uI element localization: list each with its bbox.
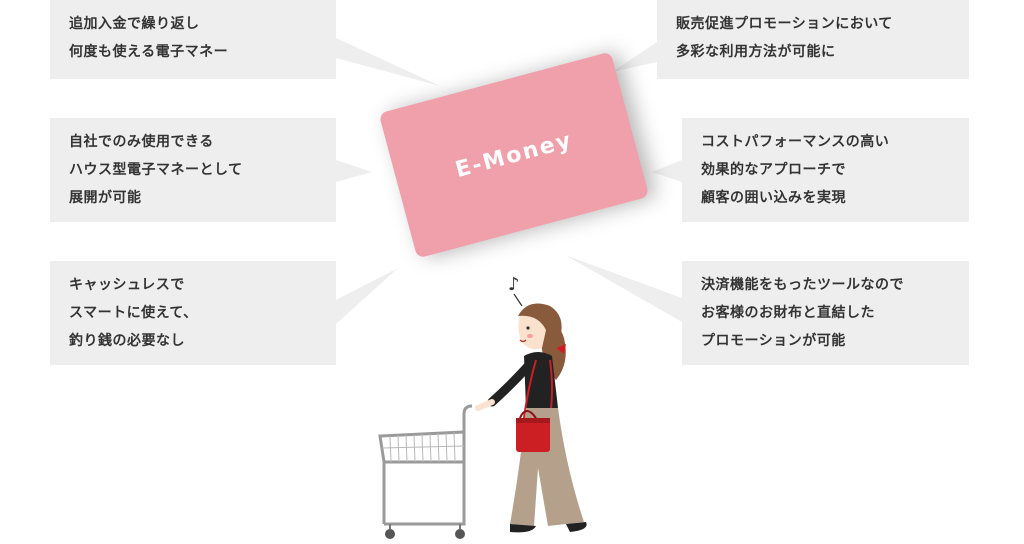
- bubble-promotion: 販売促進プロモーションにおいて 多彩な利用方法が可能に: [657, 0, 969, 79]
- bubble-line: キャッシュレスで: [69, 277, 185, 293]
- bubble-line: スマートに使えて、: [69, 305, 198, 321]
- bubble-wallet: 決済機能をもったツールなので お客様のお財布と直結した プロモーションが可能: [682, 261, 969, 365]
- shopper-scene: ♪: [378, 274, 587, 539]
- handbag-icon: [516, 410, 550, 452]
- bubble-cashless: キャッシュレスで スマートに使えて、 釣り銭の必要なし: [50, 261, 336, 365]
- bubble-line: プロモーションが可能: [701, 333, 846, 349]
- tail-wallet: [565, 255, 682, 322]
- bubble-line: 展開が可能: [69, 190, 142, 206]
- bubble-line: 追加入金で繰り返し: [69, 16, 200, 32]
- bubble-line: お客様のお財布と直結した: [701, 305, 875, 321]
- bubble-line: 顧客の囲い込みを実現: [701, 190, 846, 206]
- bubble-cost-effective: コストパフォーマンスの高い 効果的なアプローチで 顧客の囲い込みを実現: [682, 118, 969, 222]
- bubble-line: 釣り銭の必要なし: [69, 333, 185, 349]
- bubble-line: ハウス型電子マネーとして: [69, 162, 243, 178]
- tail-in-house: [336, 160, 372, 182]
- bubble-line: 何度も使える電子マネー: [69, 44, 229, 60]
- bubble-line: 多彩な利用方法が可能に: [676, 44, 836, 60]
- bubble-line: 決済機能をもったツールなので: [701, 277, 904, 293]
- tail-reloadable: [336, 38, 440, 86]
- woman-shopper-icon: [475, 303, 587, 533]
- sing-line: [513, 293, 523, 307]
- tail-promotion: [612, 42, 657, 72]
- bubble-line: 効果的なアプローチで: [701, 162, 846, 178]
- bubble-line: 自社でのみ使用できる: [69, 134, 214, 150]
- shopping-cart-icon: [378, 404, 473, 539]
- bubble-line: コストパフォーマンスの高い: [701, 134, 890, 150]
- card-label: E-Money: [452, 127, 576, 183]
- bubble-in-house: 自社でのみ使用できる ハウス型電子マネーとして 展開が可能: [50, 118, 336, 222]
- bubble-line: 販売促進プロモーションにおいて: [676, 16, 893, 32]
- bubble-reloadable: 追加入金で繰り返し 何度も使える電子マネー: [50, 0, 336, 79]
- tail-cost-effective: [652, 160, 682, 182]
- music-note-icon: ♪: [508, 274, 520, 295]
- tail-cashless: [336, 268, 398, 324]
